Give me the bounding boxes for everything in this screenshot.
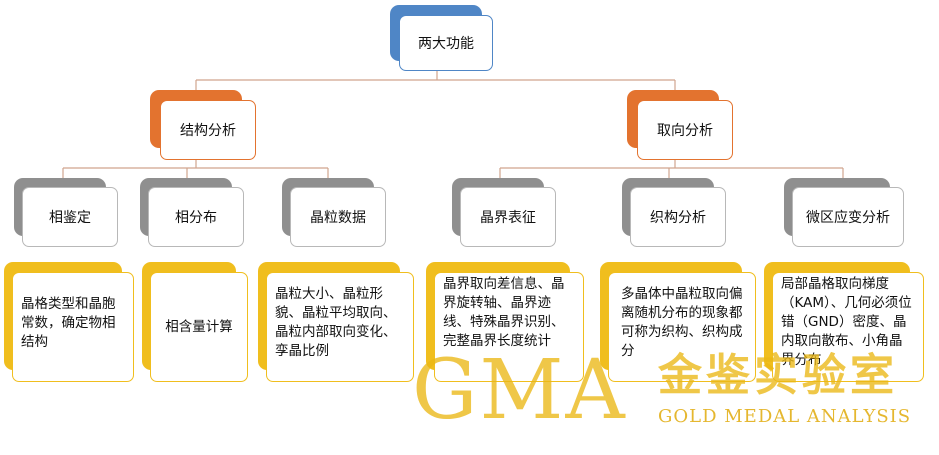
detail-texture-analysis: 多晶体中晶粒取向偏离随机分布的现象都可称为织构、织构成分 [600,262,758,384]
category-label: 相分布 [148,187,244,247]
category-texture-analysis: 织构分析 [622,178,728,248]
category-label: 相鉴定 [22,187,118,247]
category-grain-boundary: 晶界表征 [452,178,558,248]
detail-grain-data: 晶粒大小、晶粒形貌、晶粒平均取向、晶粒内部取向变化、孪晶比例 [258,262,416,384]
category-label: 晶界表征 [460,187,556,247]
category-phase-distribution: 相分布 [140,178,246,248]
detail-text: 晶界取向差信息、晶界旋转轴、晶界迹线、特殊晶界识别、完整晶界长度统计 [434,272,584,382]
branch-structure-analysis: 结构分析 [150,90,258,162]
category-phase-identification: 相鉴定 [14,178,120,248]
branch-orientation-analysis: 取向分析 [627,90,735,162]
detail-text: 晶格类型和晶胞常数，确定物相结构 [12,272,134,382]
detail-text: 多晶体中晶粒取向偏离随机分布的现象都可称为织构、织构成分 [608,272,756,382]
detail-text: 局部晶格取向梯度（KAM）、几何必须位错（GND）密度、晶内取向散布、小角晶界分… [772,272,924,382]
category-micro-strain: 微区应变分析 [784,178,908,248]
detail-phase-distribution: 相含量计算 [142,262,250,384]
category-label: 晶粒数据 [290,187,386,247]
detail-micro-strain: 局部晶格取向梯度（KAM）、几何必须位错（GND）密度、晶内取向散布、小角晶界分… [764,262,926,384]
detail-phase-identification: 晶格类型和晶胞常数，确定物相结构 [4,262,136,384]
root-label: 两大功能 [399,15,493,71]
detail-grain-boundary: 晶界取向差信息、晶界旋转轴、晶界迹线、特殊晶界识别、完整晶界长度统计 [426,262,586,384]
branch-label: 结构分析 [160,100,256,160]
detail-text: 相含量计算 [150,272,248,382]
branch-label: 取向分析 [637,100,733,160]
category-grain-data: 晶粒数据 [282,178,388,248]
detail-text: 晶粒大小、晶粒形貌、晶粒平均取向、晶粒内部取向变化、孪晶比例 [266,272,414,382]
category-label: 织构分析 [630,187,726,247]
category-label: 微区应变分析 [792,187,904,247]
root-node: 两大功能 [390,5,496,73]
